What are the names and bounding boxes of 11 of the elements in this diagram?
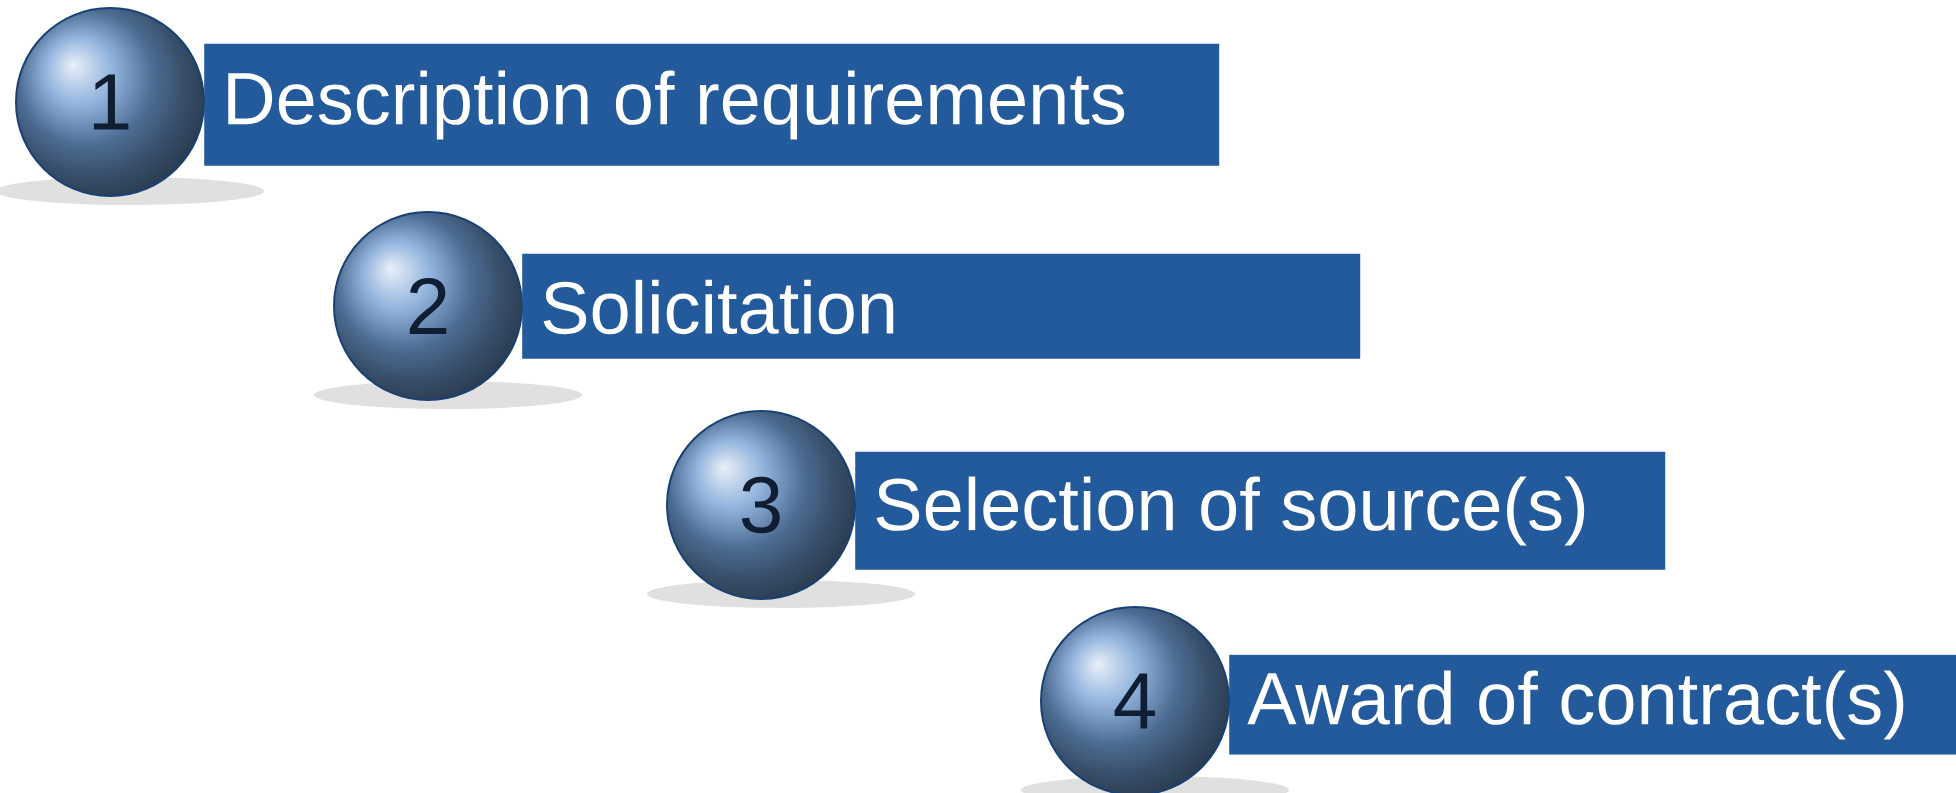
step-text: Selection of source(s) bbox=[876, 476, 1585, 546]
number-ball: 1 bbox=[15, 7, 205, 197]
step-bar bbox=[1229, 654, 1956, 755]
step-bar bbox=[204, 43, 1220, 166]
number-ball: 2 bbox=[333, 211, 523, 401]
step-text: Solicitation bbox=[543, 279, 894, 335]
step-text: Description of requirements bbox=[228, 70, 1125, 140]
step-text: Award of contract(s) bbox=[1247, 670, 1904, 740]
step-bar bbox=[522, 253, 1361, 359]
number-ball: 3 bbox=[666, 410, 856, 600]
step-bar bbox=[855, 451, 1666, 570]
